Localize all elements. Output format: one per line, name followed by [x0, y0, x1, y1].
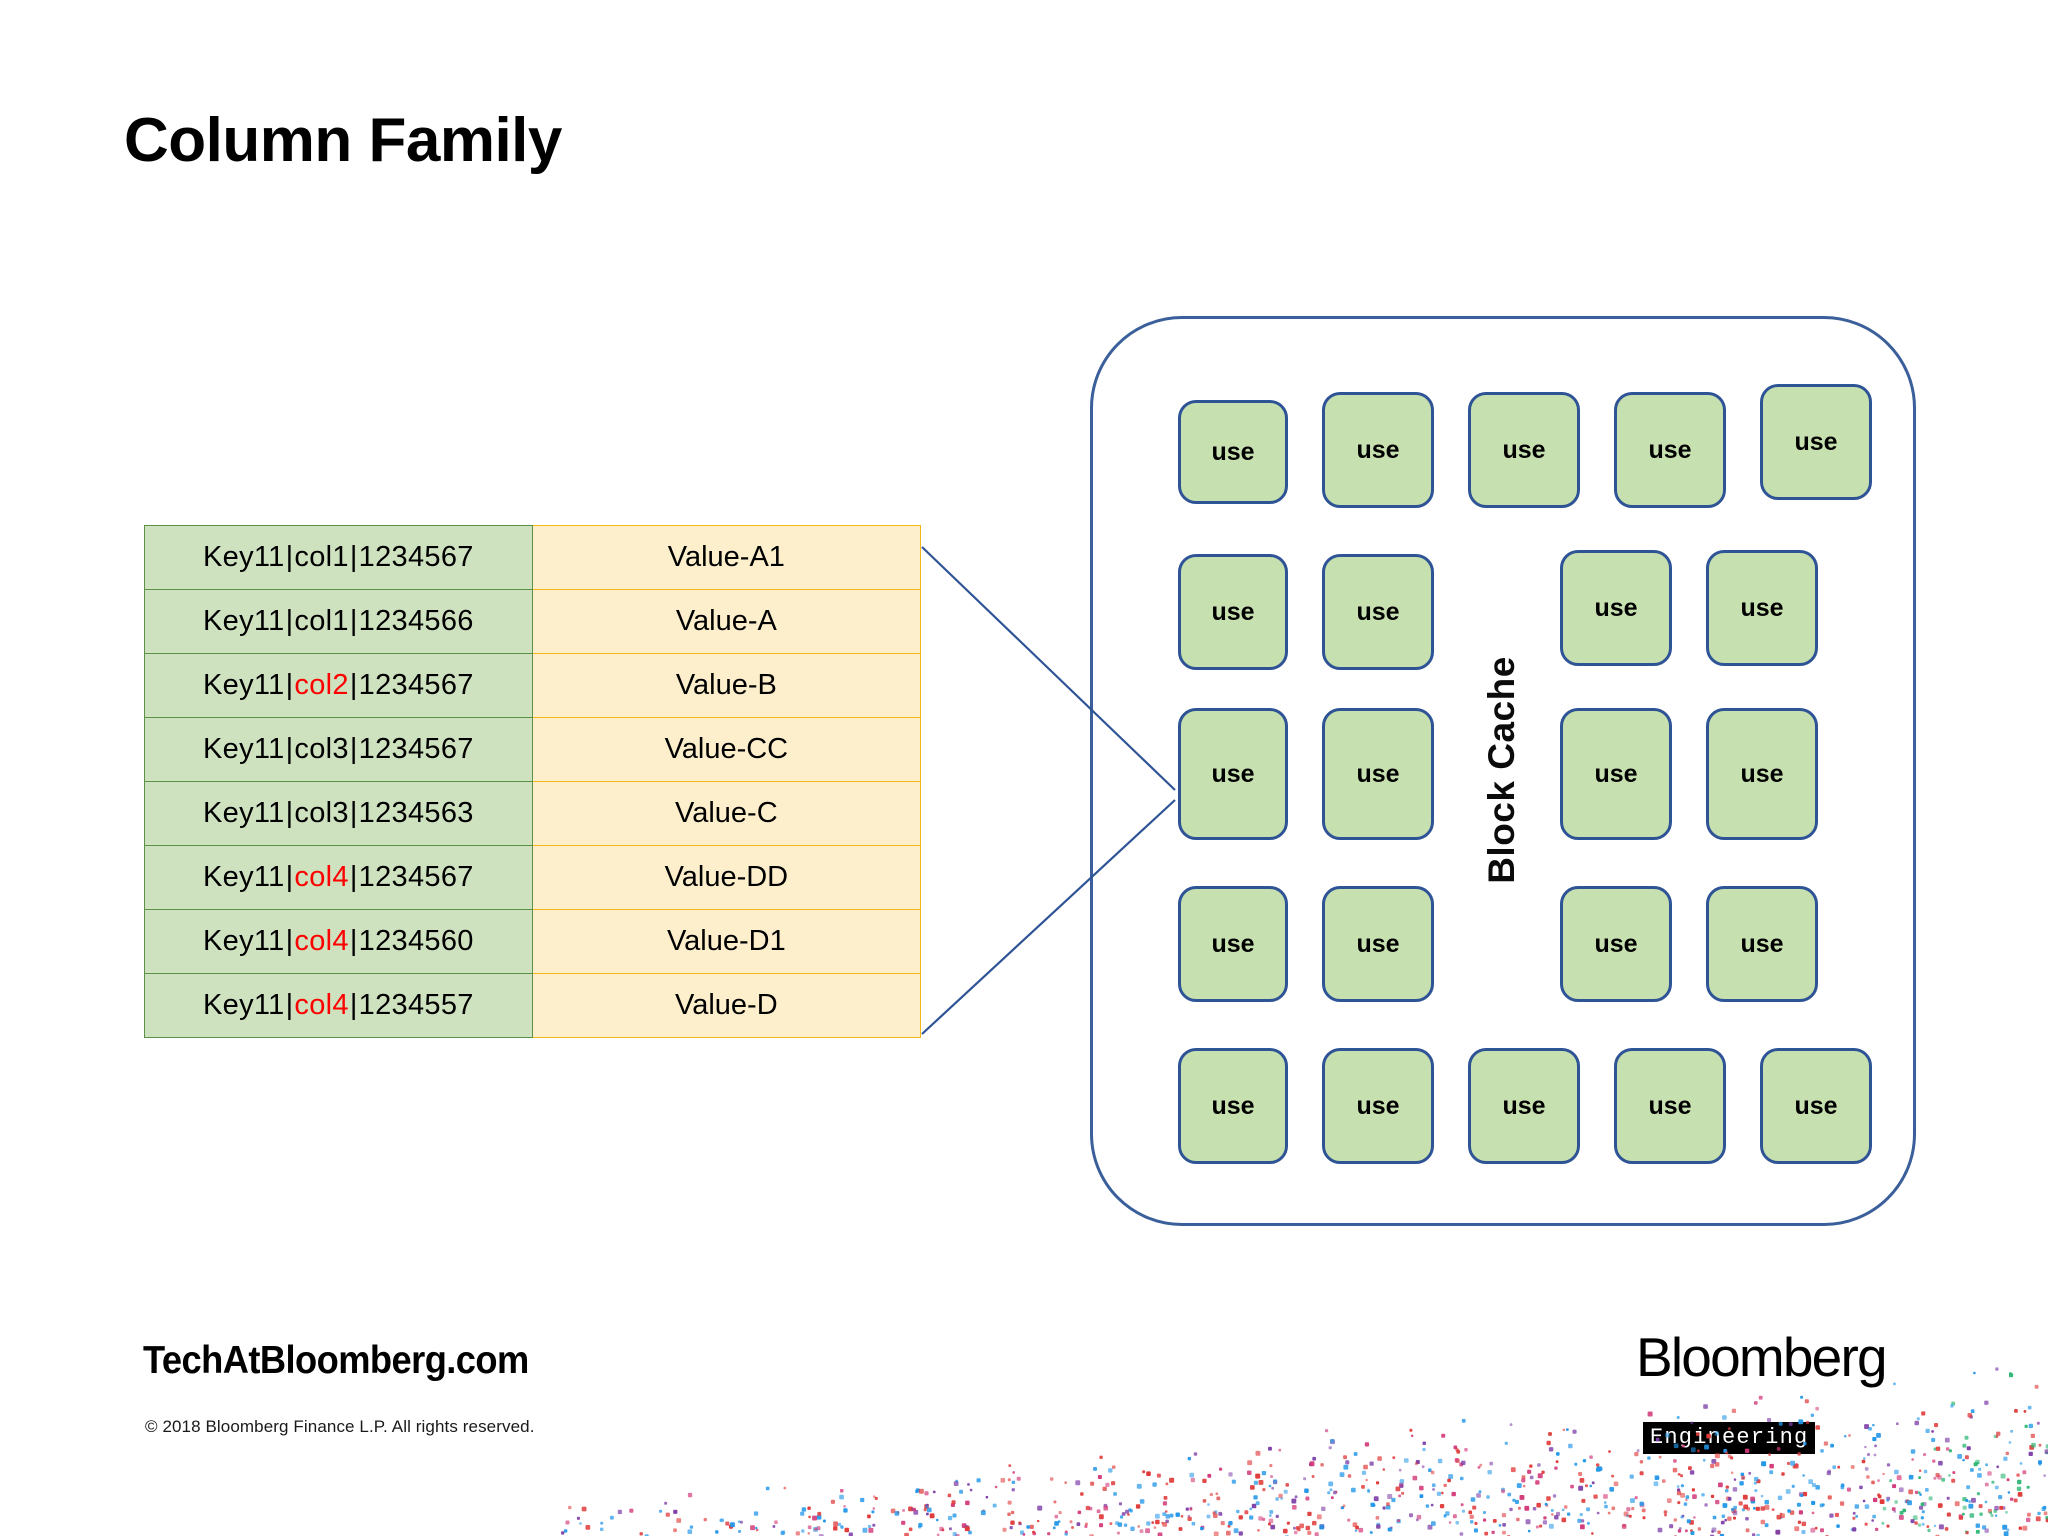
block-cache-use-cell: use	[1560, 708, 1672, 840]
key-prefix: Key11	[203, 669, 285, 701]
key-timestamp: 1234566	[358, 605, 474, 637]
key-timestamp: 1234567	[358, 733, 474, 765]
block-cache-use-cell: use	[1706, 550, 1818, 666]
key-separator: |	[285, 669, 294, 701]
decorative-dot-pattern	[561, 1367, 2048, 1536]
block-cache-use-cell: use	[1322, 708, 1434, 840]
key-column: col4	[294, 861, 349, 893]
value-cell: Value-CC	[531, 717, 922, 782]
block-cache-use-cell: use	[1760, 1048, 1872, 1164]
value-cell: Value-D1	[531, 909, 922, 974]
key-cell: Key11|col4|1234567	[144, 845, 533, 910]
block-cache-label: Block Cache	[1481, 656, 1522, 884]
value-cell: Value-B	[531, 653, 922, 718]
key-timestamp: 1234563	[358, 797, 474, 829]
key-cell: Key11|col4|1234560	[144, 909, 533, 974]
value-cell: Value-A1	[531, 525, 922, 590]
block-cache-use-cell: use	[1706, 708, 1818, 840]
key-separator: |	[285, 605, 294, 637]
block-cache-use-cell: use	[1178, 1048, 1288, 1164]
key-prefix: Key11	[203, 989, 285, 1021]
key-separator: |	[285, 733, 294, 765]
page-title: Column Family	[124, 106, 562, 175]
key-column: col3	[294, 733, 349, 765]
key-timestamp: 1234560	[358, 925, 474, 957]
key-separator: |	[349, 605, 358, 637]
block-cache-use-cell: use	[1178, 886, 1288, 1002]
block-cache-use-cell: use	[1614, 1048, 1726, 1164]
key-prefix: Key11	[203, 797, 285, 829]
key-separator: |	[349, 989, 358, 1021]
key-column: col1	[294, 541, 349, 573]
block-cache-use-cell: use	[1322, 392, 1434, 508]
key-prefix: Key11	[203, 605, 285, 637]
key-separator: |	[349, 797, 358, 829]
key-prefix: Key11	[203, 733, 285, 765]
key-separator: |	[349, 541, 358, 573]
value-cell: Value-D	[531, 973, 922, 1038]
key-cell: Key11|col1|1234567	[144, 525, 533, 590]
key-separator: |	[349, 861, 358, 893]
block-cache-use-cell: use	[1560, 886, 1672, 1002]
footer-copyright: © 2018 Bloomberg Finance L.P. All rights…	[145, 1417, 535, 1436]
key-cell: Key11|col3|1234567	[144, 717, 533, 782]
key-prefix: Key11	[203, 541, 285, 573]
key-cell: Key11|col2|1234567	[144, 653, 533, 718]
key-timestamp: 1234557	[358, 989, 474, 1021]
key-prefix: Key11	[203, 861, 285, 893]
key-separator: |	[349, 925, 358, 957]
block-cache-use-cell: use	[1560, 550, 1672, 666]
key-timestamp: 1234567	[358, 541, 474, 573]
block-cache-use-cell: use	[1614, 392, 1726, 508]
footer-url[interactable]: TechAtBloomberg.com	[143, 1339, 529, 1382]
key-cell: Key11|col3|1234563	[144, 781, 533, 846]
block-cache-use-cell: use	[1322, 1048, 1434, 1164]
key-prefix: Key11	[203, 925, 285, 957]
key-cell: Key11|col1|1234566	[144, 589, 533, 654]
block-cache-use-cell: use	[1178, 400, 1288, 504]
key-separator: |	[349, 733, 358, 765]
block-cache-use-cell: use	[1706, 886, 1818, 1002]
key-column: col4	[294, 989, 349, 1021]
value-cell: Value-A	[531, 589, 922, 654]
key-separator: |	[285, 989, 294, 1021]
bloomberg-logo: Bloomberg	[1636, 1326, 1888, 1388]
value-cell: Value-C	[531, 781, 922, 846]
key-column: col1	[294, 605, 349, 637]
key-cell: Key11|col4|1234557	[144, 973, 533, 1038]
value-cell: Value-DD	[531, 845, 922, 910]
block-cache-use-cell: use	[1760, 384, 1872, 500]
key-separator: |	[285, 925, 294, 957]
block-cache-use-cell: use	[1322, 554, 1434, 670]
block-cache-use-cell: use	[1178, 554, 1288, 670]
key-column: col3	[294, 797, 349, 829]
block-cache-use-cell: use	[1322, 886, 1434, 1002]
key-column: col2	[294, 669, 349, 701]
key-separator: |	[285, 541, 294, 573]
key-separator: |	[285, 797, 294, 829]
key-column: col4	[294, 925, 349, 957]
key-timestamp: 1234567	[358, 669, 474, 701]
key-separator: |	[349, 669, 358, 701]
block-cache-use-cell: use	[1468, 392, 1580, 508]
block-cache-use-cell: use	[1468, 1048, 1580, 1164]
key-separator: |	[285, 861, 294, 893]
key-timestamp: 1234567	[358, 861, 474, 893]
block-cache-use-cell: use	[1178, 708, 1288, 840]
